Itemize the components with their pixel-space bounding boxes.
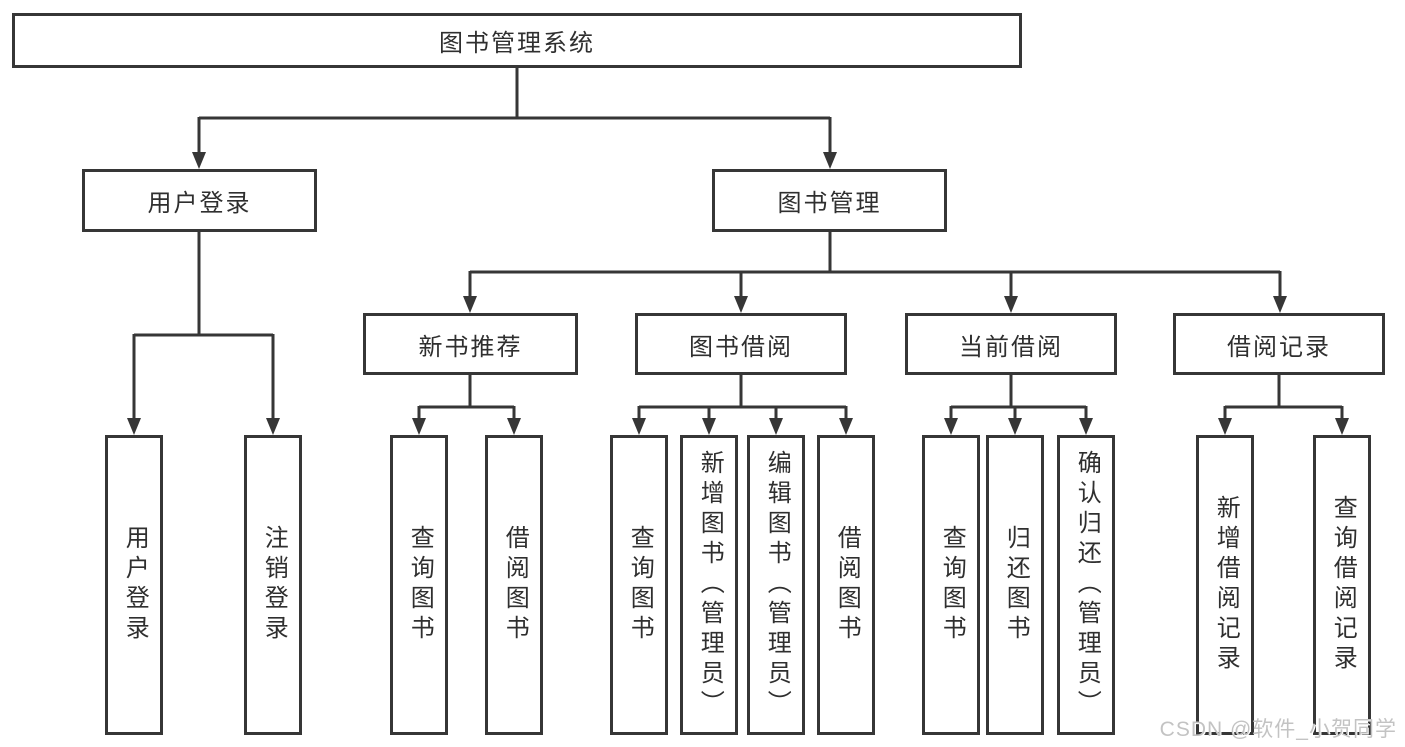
leaf-borrow-edit-book: 编辑图书（管理员）	[747, 435, 805, 735]
arrowhead	[944, 418, 958, 435]
arrowhead	[1335, 418, 1349, 435]
leaf-current-query-book: 查询图书	[922, 435, 980, 735]
arrowhead	[839, 418, 853, 435]
leaf-records-add-record: 新增借阅记录	[1196, 435, 1254, 735]
arrowhead	[463, 296, 477, 313]
arrowhead	[1004, 296, 1018, 313]
node-label: 用户登录	[121, 525, 149, 645]
edges-root-to-level2	[192, 68, 837, 169]
node-label: 图书借阅	[689, 333, 793, 361]
edges-user-login-to-leaves	[127, 232, 280, 435]
arrowhead	[192, 152, 206, 169]
arrowhead	[412, 418, 426, 435]
node-label: 借阅记录	[1227, 333, 1331, 361]
node-label: 确认归还（管理员）	[1073, 450, 1101, 720]
node-label: 注销登录	[260, 525, 288, 645]
node-label: 查询图书	[406, 525, 434, 645]
leaf-borrow-borrow-book: 借阅图书	[817, 435, 875, 735]
leaf-current-return-book: 归还图书	[986, 435, 1044, 735]
arrowhead	[632, 418, 646, 435]
arrowhead	[734, 296, 748, 313]
arrowhead	[823, 152, 837, 169]
arrowhead	[769, 418, 783, 435]
node-label: 归还图书	[1002, 525, 1030, 645]
edges-new-book-rec-to-leaves	[412, 375, 521, 435]
node-label: 查询图书	[938, 525, 966, 645]
node-root: 图书管理系统	[12, 13, 1022, 68]
edges-book-borrow-to-leaves	[632, 375, 853, 435]
watermark: CSDN @软件_小贺同学	[1159, 718, 1397, 741]
leaf-borrow-query-book: 查询图书	[610, 435, 668, 735]
arrowhead	[1273, 296, 1287, 313]
leaf-current-confirm-return: 确认归还（管理员）	[1057, 435, 1115, 735]
node-label: 用户登录	[147, 190, 252, 217]
arrowhead	[1218, 418, 1232, 435]
node-label: 借阅图书	[833, 525, 861, 645]
node-label: 查询图书	[626, 525, 654, 645]
node-label: 图书管理	[777, 190, 882, 217]
arrowhead	[702, 418, 716, 435]
leaf-recommend-borrow-book: 借阅图书	[485, 435, 543, 735]
node-label: 编辑图书（管理员）	[763, 450, 791, 720]
arrowhead	[507, 418, 521, 435]
node-label: 查询借阅记录	[1329, 495, 1357, 675]
arrowhead	[1008, 418, 1022, 435]
node-label: 新增借阅记录	[1212, 495, 1240, 675]
node-label: 新增图书（管理员）	[696, 450, 724, 720]
arrowhead	[127, 418, 141, 435]
leaf-records-query-record: 查询借阅记录	[1313, 435, 1371, 735]
leaf-borrow-add-book: 新增图书（管理员）	[680, 435, 738, 735]
leaf-logout: 注销登录	[244, 435, 302, 735]
node-borrow-records: 借阅记录	[1173, 313, 1385, 375]
node-new-book-recommend: 新书推荐	[363, 313, 578, 375]
edges-current-borrow-to-leaves	[944, 375, 1093, 435]
node-label: 借阅图书	[501, 525, 529, 645]
node-user-login: 用户登录	[82, 169, 317, 232]
node-book-borrow: 图书借阅	[635, 313, 847, 375]
node-current-borrow: 当前借阅	[905, 313, 1117, 375]
arrowhead	[266, 418, 280, 435]
leaf-user-login: 用户登录	[105, 435, 163, 735]
node-label: 图书管理系统	[439, 30, 595, 57]
edges-borrow-records-to-leaves	[1218, 375, 1349, 435]
leaf-recommend-query-book: 查询图书	[390, 435, 448, 735]
arrowhead	[1079, 418, 1093, 435]
node-label: 新书推荐	[418, 333, 523, 361]
node-label: 当前借阅	[959, 333, 1063, 361]
node-book-mgmt: 图书管理	[712, 169, 947, 232]
edges-book-mgmt-to-level3	[463, 232, 1287, 313]
